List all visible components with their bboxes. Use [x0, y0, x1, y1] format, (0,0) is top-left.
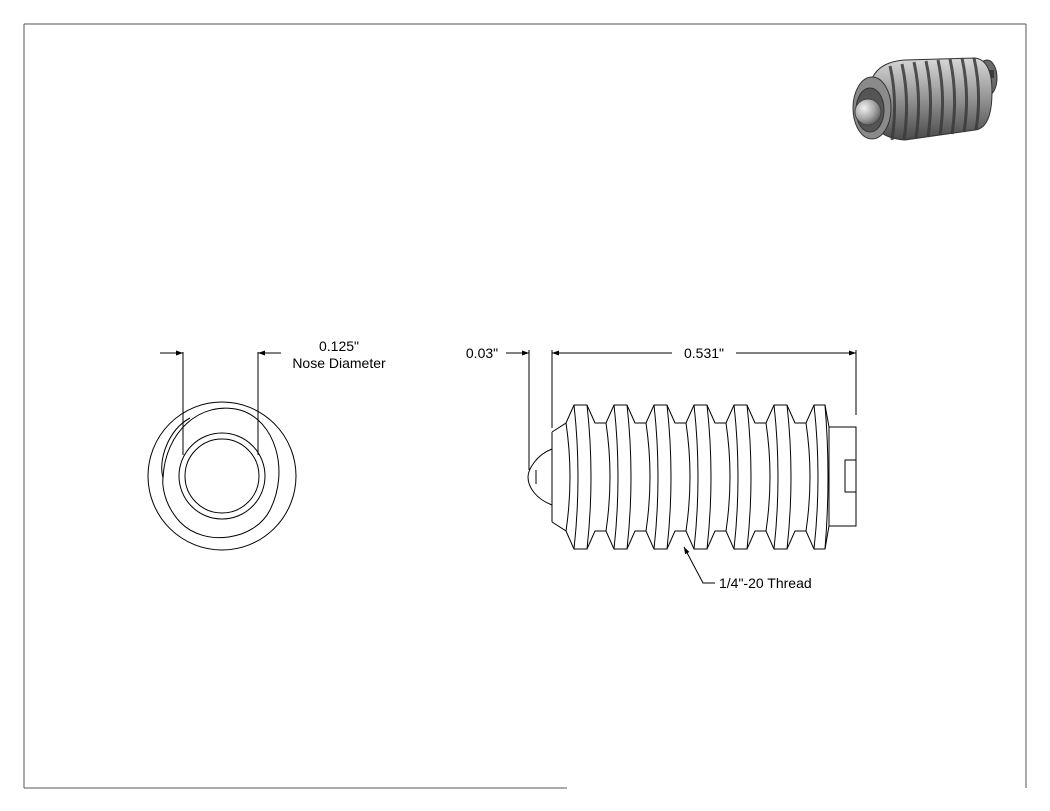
inner-bore-circle: [178, 432, 266, 520]
end-view: [147, 350, 297, 551]
slotted-tail: [828, 426, 857, 527]
nose-circle: [184, 438, 260, 514]
side-view: [506, 350, 857, 584]
nose-diameter-value: 0.125": [319, 338, 359, 354]
sheet-border: [23, 23, 1027, 789]
nose-diameter-label: Nose Diameter: [292, 355, 386, 371]
overall-length-dimension: 0.531": [684, 345, 724, 361]
ball-plunger-3d-icon: [852, 57, 998, 141]
thread-callout: 1/4"-20 Thread: [719, 575, 812, 591]
thread-leader: [683, 546, 715, 584]
ball-nose: [527, 448, 553, 506]
thread-spiral: [162, 407, 280, 539]
thread-helix-lines: [565, 404, 829, 550]
outer-thread-circle: [147, 401, 297, 551]
nose-length-dimension: 0.03": [466, 345, 498, 361]
